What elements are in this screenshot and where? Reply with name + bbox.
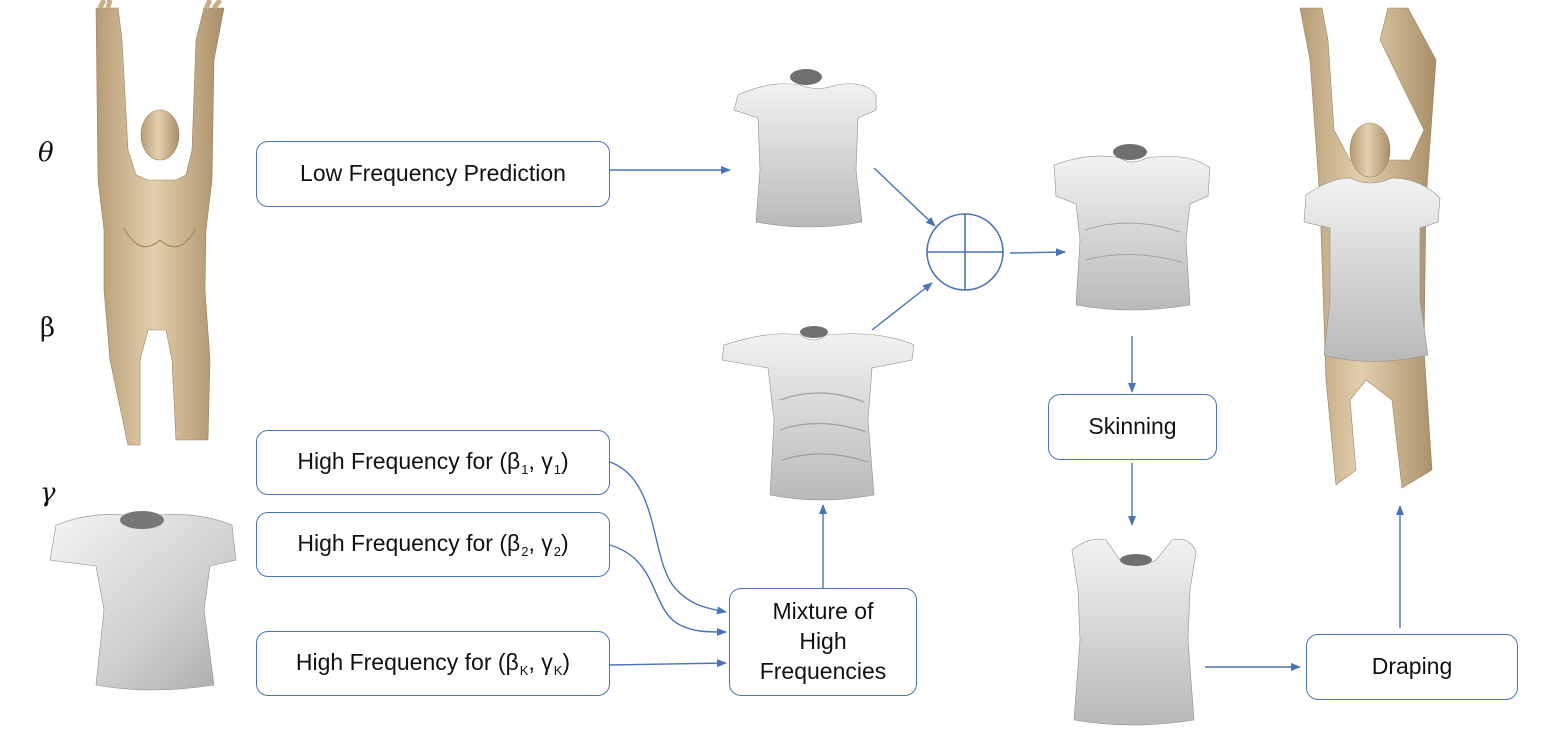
high-frequency-garment-figure [721,326,915,501]
arrow-high-garment-to-sum [871,282,933,331]
gamma-label: γ [40,478,56,508]
low-frequency-prediction-label: Low Frequency Prediction [300,160,566,187]
high-frequency-box-1: High Frequency for (β1, γ1) [256,430,610,495]
arrow-low-garment-to-sum [873,167,936,227]
circle-plus-icon [926,213,1004,291]
low-frequency-garment-figure [733,69,877,228]
arrow-hf2-to-mixture [609,544,727,636]
input-body-figure [95,0,225,446]
mixture-box: Mixture of High Frequencies [729,588,917,696]
draping-label: Draping [1371,653,1453,680]
mixture-label: Mixture of High Frequencies [759,598,887,684]
skinning-label: Skinning [1088,413,1177,440]
skinned-garment-figure [1071,538,1197,726]
low-frequency-prediction-box: Low Frequency Prediction [256,141,610,207]
high-frequency-box-2: High Frequency for (β2, γ2) [256,512,610,577]
draped-body-figure [1299,7,1441,489]
arrow-hf1-to-mixture [609,461,727,615]
high-frequency-label-2: High Frequency for (β2, γ2) [297,529,569,559]
arrow-sum-to-combined [1009,248,1066,257]
theta-label: θ [38,138,54,168]
combined-garment-figure [1053,144,1211,311]
draping-box: Draping [1306,634,1518,700]
skinning-box: Skinning [1048,394,1217,460]
arrow-hfk-to-mixture [609,659,727,668]
high-frequency-label-1: High Frequency for (β1, γ1) [297,447,569,477]
high-frequency-box-k: High Frequency for (βK, γK) [256,631,610,696]
high-frequency-label-k: High Frequency for (βK, γK) [295,648,571,678]
template-garment-figure [49,511,237,691]
beta-label: β [40,313,56,343]
